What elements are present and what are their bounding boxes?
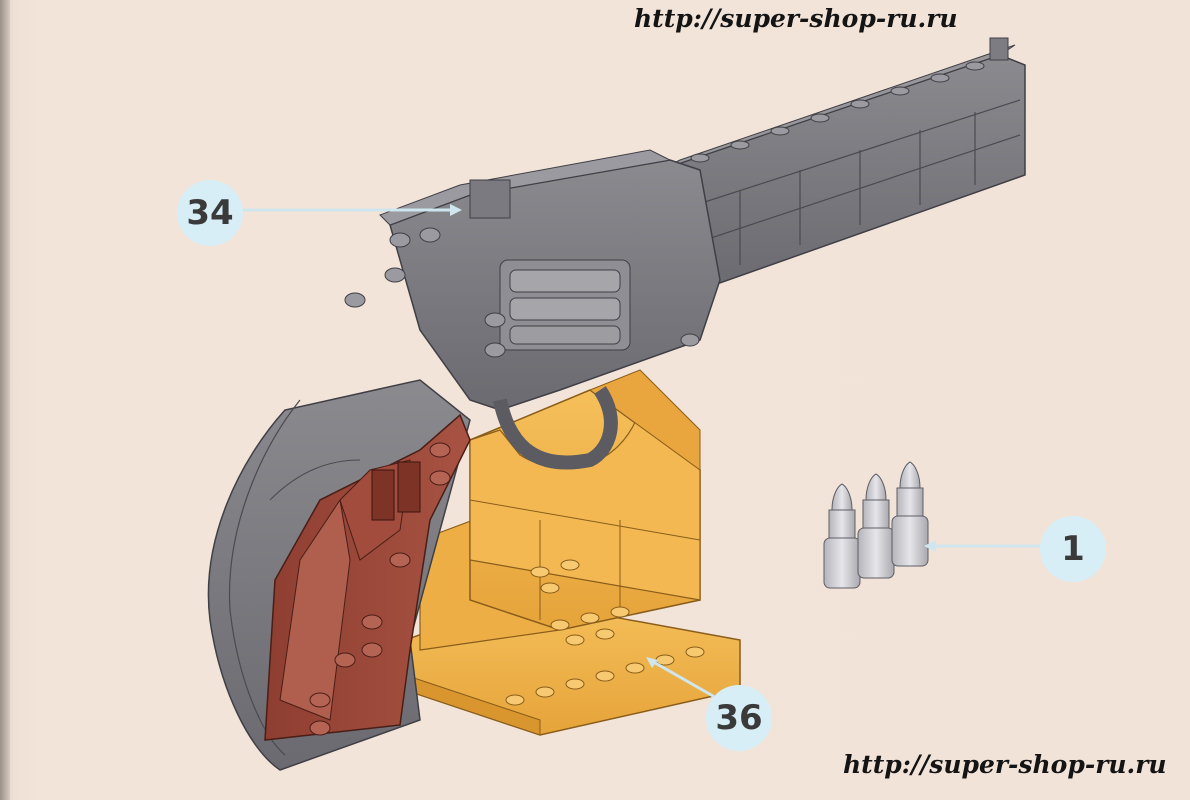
book-spine-shadow — [0, 0, 10, 800]
watermark-url-top: http://super-shop-ru.ru — [634, 4, 958, 33]
callout-leader-lines — [243, 208, 1042, 702]
callout-part-36: 36 — [706, 685, 772, 751]
display-stand — [404, 369, 741, 736]
bullet-1 — [823, 483, 861, 589]
callout-part-1: 1 — [1040, 516, 1106, 582]
leader-arrowheads — [450, 204, 936, 668]
watermark-url-bottom: http://super-shop-ru.ru — [843, 750, 1167, 779]
bullet-parts — [823, 461, 929, 589]
revolver-grip — [207, 379, 471, 771]
callout-part-34: 34 — [177, 180, 243, 246]
bullet-2 — [857, 473, 895, 579]
leader-36 — [649, 658, 721, 702]
revolver-frame — [344, 149, 721, 470]
bullet-3 — [891, 461, 929, 567]
revolver-barrel — [659, 37, 1026, 291]
